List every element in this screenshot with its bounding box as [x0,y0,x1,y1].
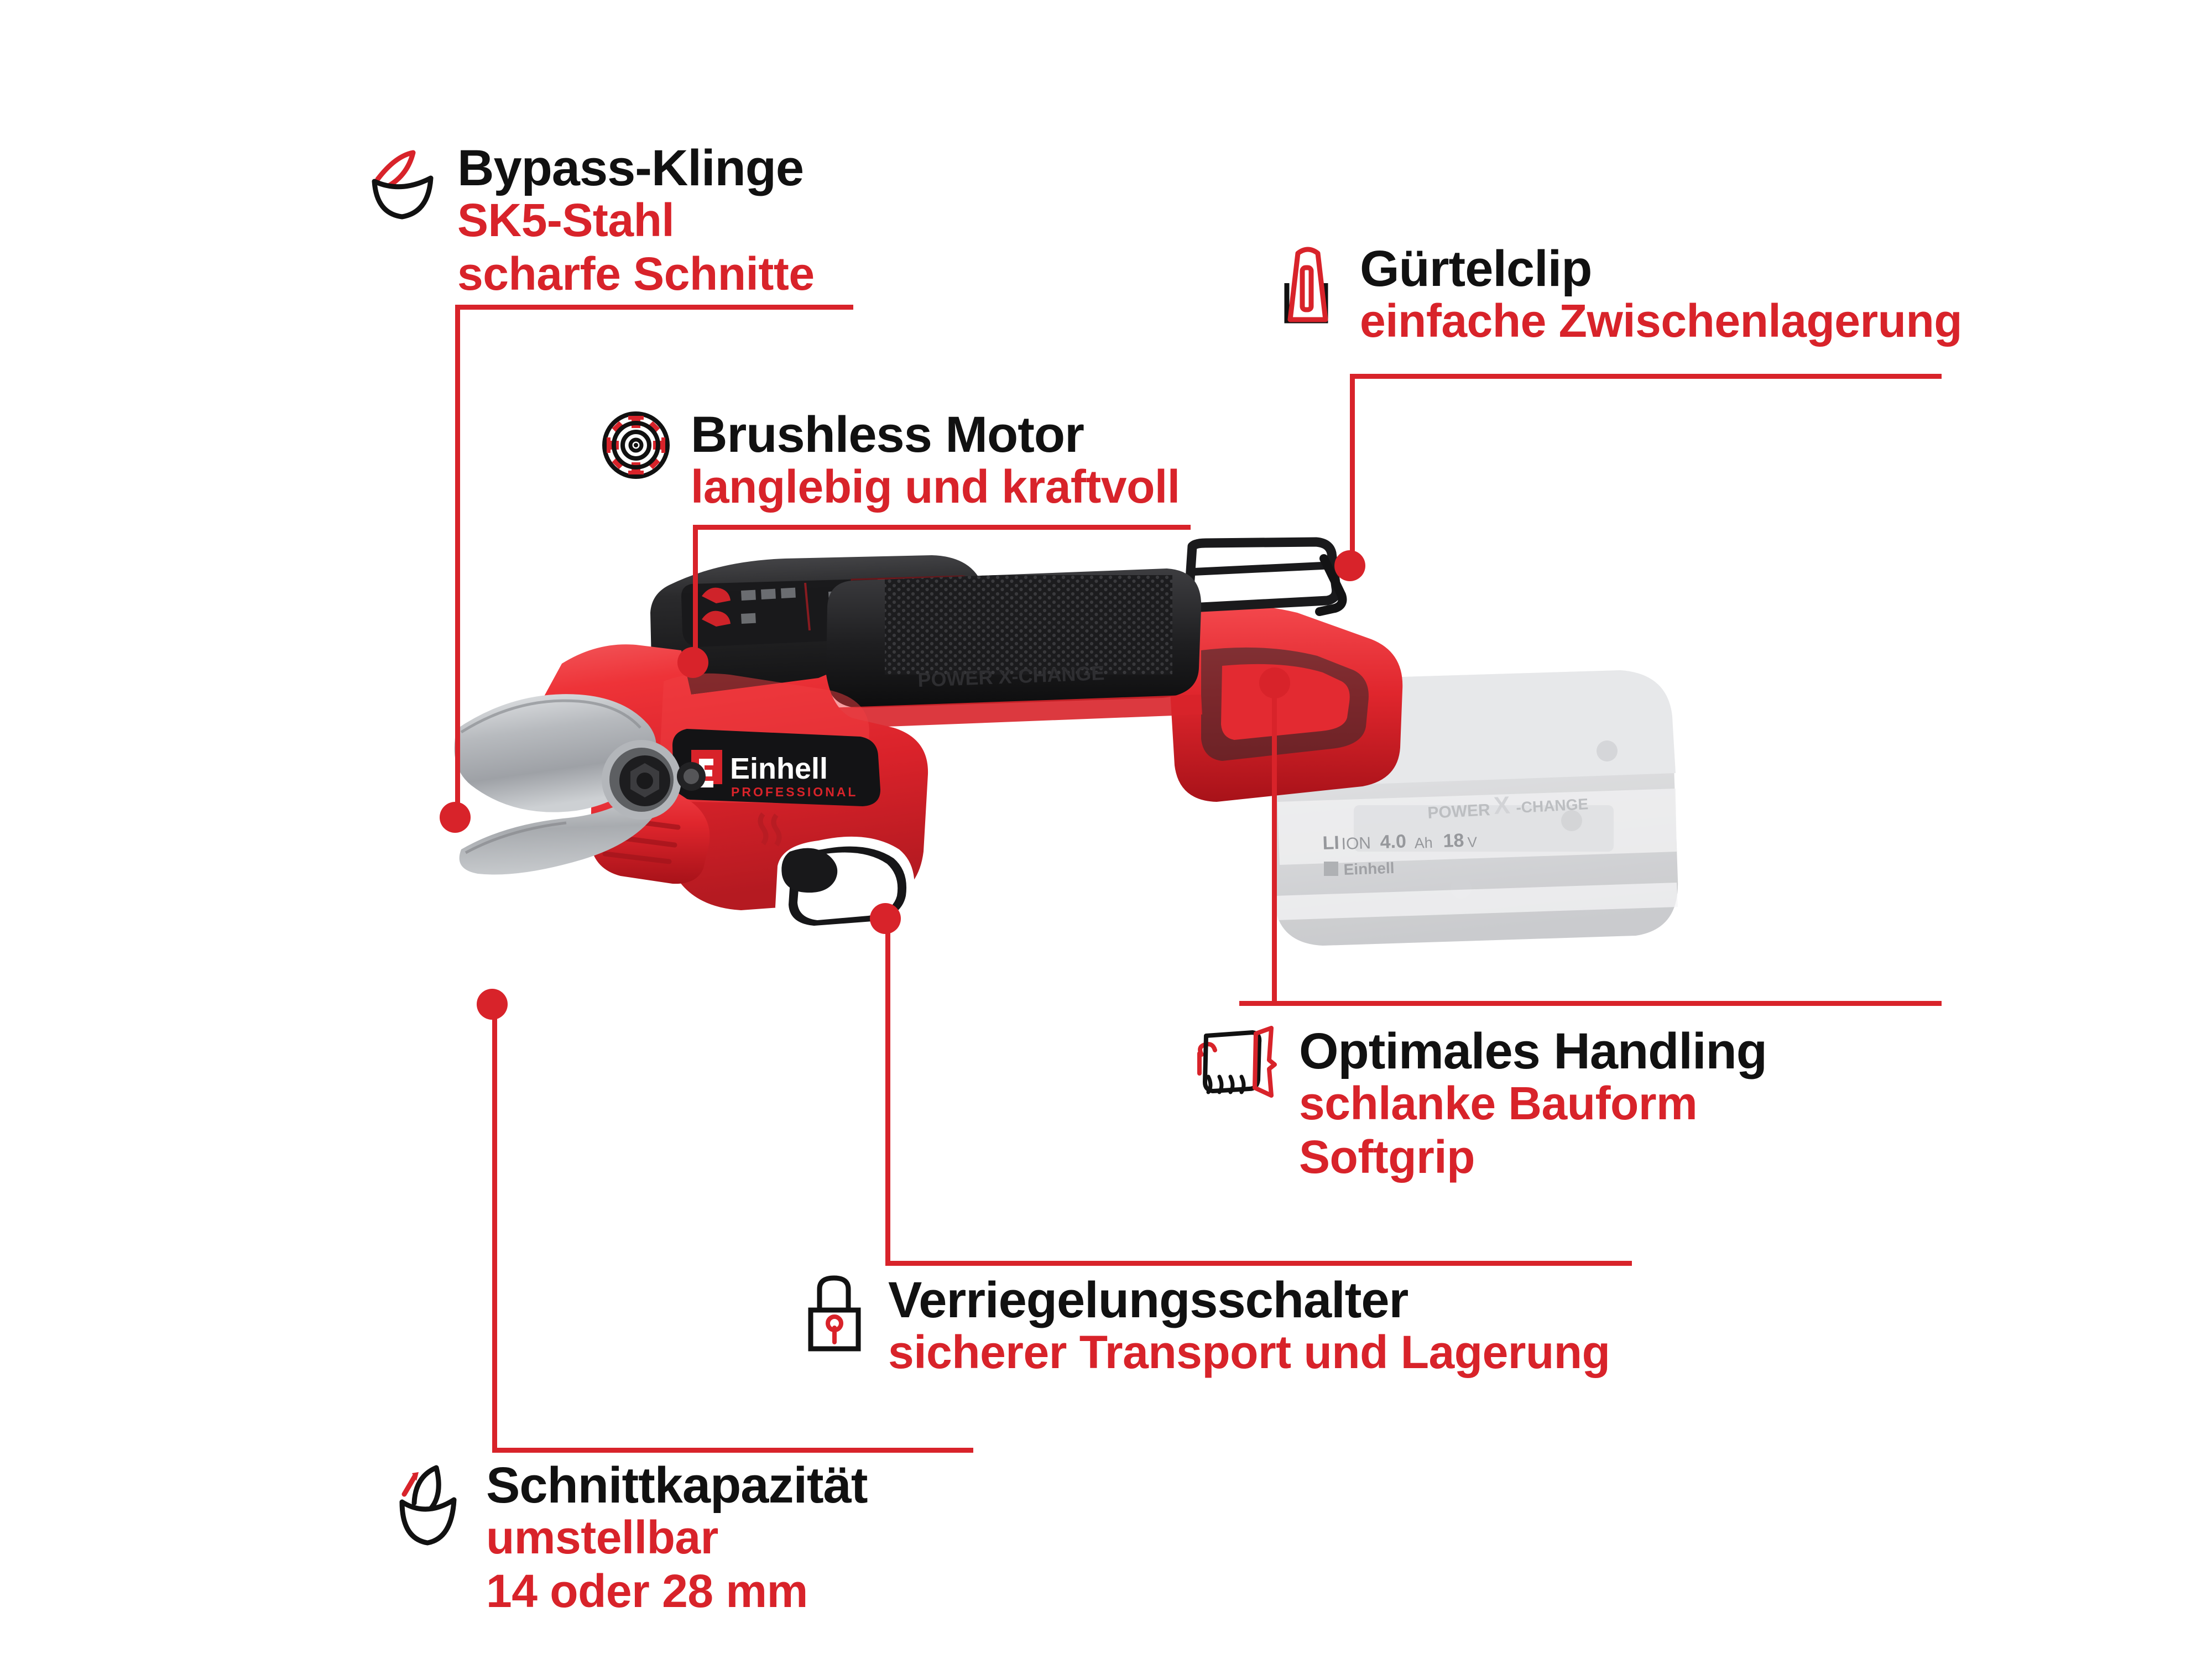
svg-text:ION: ION [1341,834,1371,853]
callout-belt-clip: Gürtelclip einfache Zwischenlagerung [1275,241,1963,348]
leader-motor-horizontal [693,525,1191,530]
gripping-hand-icon [1192,1026,1280,1100]
belt-clip-part [1184,537,1347,616]
callout-subline: schlanke Bauform [1299,1077,1698,1129]
callout-subline: 14 oder 28 mm [486,1565,808,1618]
svg-text:V: V [1467,833,1478,851]
callout-cut-capacity: Schnittkapazität umstellbar 14 oder 28 m… [390,1457,868,1619]
leader-clip-horizontal [1350,374,1942,379]
svg-text:Einhell: Einhell [1343,859,1395,878]
callout-subline: sicherer Transport und Lagerung [888,1326,1610,1378]
leader-handling-vertical [1272,683,1277,1004]
brand-badge: Einhell PROFESSIONAL [672,729,880,806]
leader-cut-vertical [492,1004,497,1452]
leader-bypass-horizontal [455,305,853,310]
callout-title: Optimales Handling [1299,1023,1767,1079]
leader-dot-bypass [440,802,471,833]
product-image: LI ION 4.0 Ah 18 V Einhell POWER X -CHAN… [431,537,1847,1062]
svg-text:-CHANGE: -CHANGE [1516,795,1589,816]
blade-adjust-icon [390,1460,467,1551]
brand-sub-text: PROFESSIONAL [731,785,858,799]
svg-text:X: X [1493,792,1511,820]
leader-handling-horizontal [1239,1001,1942,1006]
leader-lock-vertical [885,918,890,1265]
belt-clip-icon [1275,243,1341,329]
callout-subline: langlebig und kraftvoll [691,461,1180,513]
callout-brushless-motor: Brushless Motor langlebig und kraftvoll [600,409,1180,514]
callout-title: Bypass-Klinge [457,140,804,196]
bypass-blade-icon [367,143,439,228]
callout-lock-switch: Verriegelungsschalter sicherer Transport… [803,1275,1610,1379]
leader-dot-motor [677,647,708,678]
leader-dot-cut [477,989,508,1020]
callout-title: Verriegelungsschalter [888,1272,1408,1328]
pivot-assembly [602,740,706,820]
bypass-blade-lower [459,790,660,875]
callout-title: Gürtelclip [1360,241,1592,297]
callout-title: Schnittkapazität [486,1457,868,1514]
callout-title: Brushless Motor [691,406,1084,463]
padlock-icon [803,1275,869,1355]
callout-subline: Softgrip [1299,1131,1475,1183]
callout-bypass-blade: Bypass-Klinge SK5-Stahl scharfe Schnitte [367,143,815,301]
leader-motor-vertical [693,525,698,663]
lock-switch-part [781,848,838,893]
leader-dot-clip [1334,550,1365,581]
brushless-motor-icon [600,409,672,484]
callout-subline: umstellbar [486,1511,718,1563]
leader-lock-horizontal [885,1261,1632,1266]
callout-subline: einfache Zwischenlagerung [1360,295,1963,347]
brand-text: Einhell [730,752,828,785]
svg-text:4.0: 4.0 [1380,831,1407,853]
leader-clip-vertical [1350,374,1355,567]
leader-dot-handling [1259,667,1290,698]
callout-subline: scharfe Schnitte [457,248,815,300]
svg-text:18: 18 [1443,830,1464,852]
svg-text:POWER: POWER [1427,801,1491,822]
battery-chemistry-text: LI [1322,832,1340,854]
leader-handling-elbow [1239,1001,1277,1006]
callout-handling: Optimales Handling schlanke Bauform Soft… [1192,1026,1767,1185]
leader-bypass-vertical [455,305,460,819]
leader-dot-lock [870,903,901,934]
callout-subline: SK5-Stahl [457,194,675,246]
leader-cut-horizontal [492,1448,973,1453]
svg-text:Ah: Ah [1414,834,1433,852]
